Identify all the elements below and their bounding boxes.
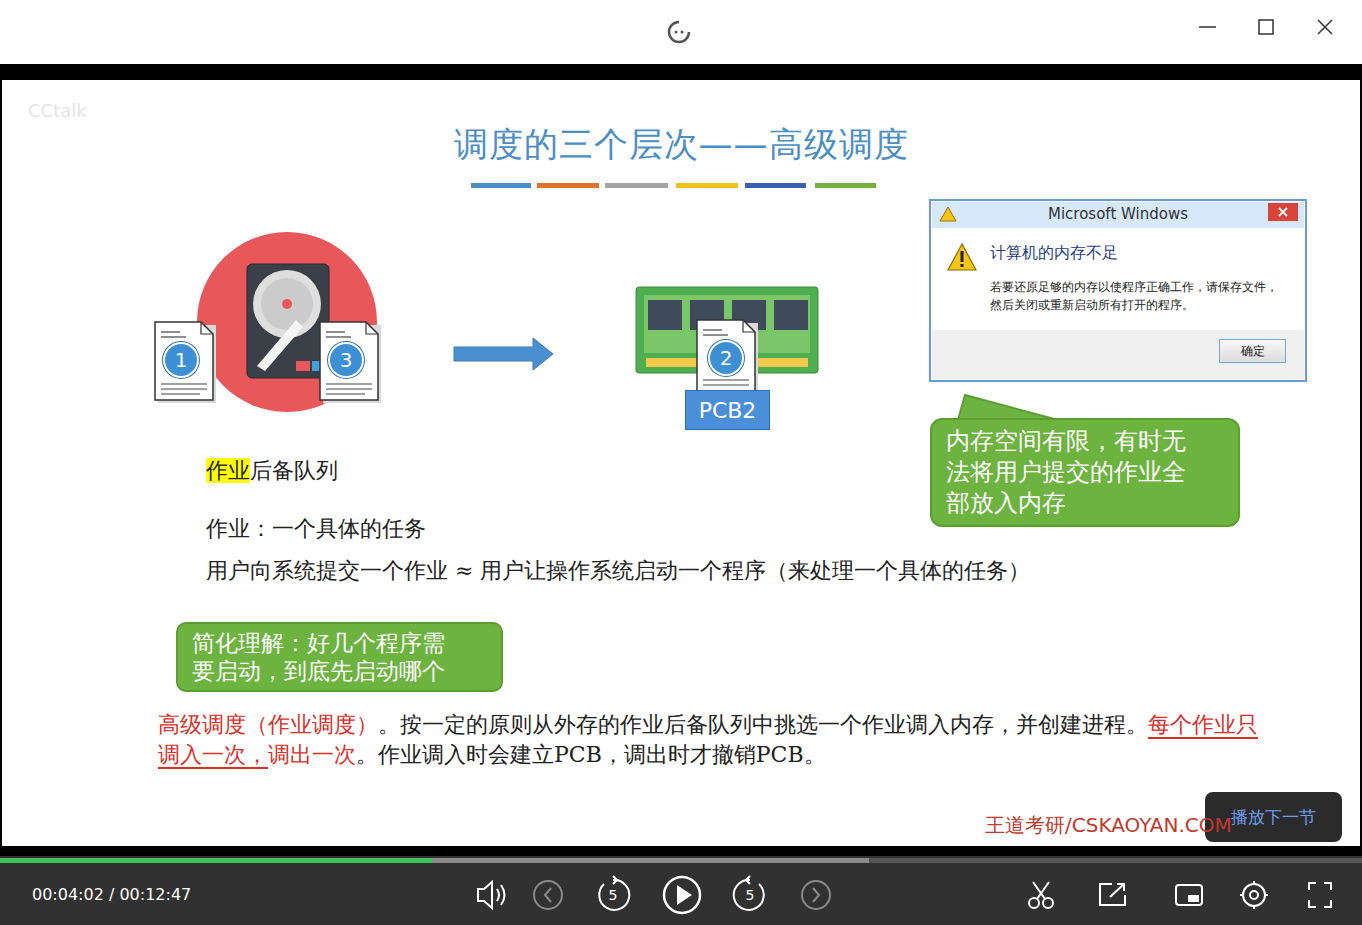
body-text: 。按一定的原则从外存的作业后备队列中挑选一个作业调入内存，并创建进程。 <box>378 712 1148 737</box>
highlighted-term: 作业 <box>206 458 250 483</box>
flow-arrow <box>454 338 553 370</box>
watermark: CCtalk <box>28 100 87 121</box>
definition-text: 用户向系统提交一个作业 ≈ 用户让操作系统启动一个程序（来处理一个具体的任务） <box>206 556 1030 586</box>
node-text: 3 <box>340 348 353 372</box>
job-document <box>155 322 216 403</box>
body-text: 。作业调入时会建立PCB，调出时才撤销PCB。 <box>356 742 826 767</box>
dialog-window <box>930 200 1306 381</box>
job-document <box>320 322 381 403</box>
video-border <box>0 80 2 846</box>
callout-bubble: 简化理解：好几个程序需要启动，到底先启动哪个 <box>176 622 503 692</box>
skip-seconds: 5 <box>603 885 623 905</box>
timestamp: 00:04:02 / 00:12:47 <box>32 885 191 905</box>
video-border <box>0 64 1362 80</box>
text-line: 后备队列 <box>250 458 338 483</box>
callout-bubble: 内存空间有限，有时无法将用户提交的作业全部放入内存 <box>930 418 1240 527</box>
title-color-bars <box>471 183 876 188</box>
node-text: 内存空间有限，有时无法将用户提交的作业全部放入内存 <box>946 426 1194 519</box>
progress-played <box>0 858 432 863</box>
video-border <box>1360 80 1362 846</box>
callout-number: 3 <box>328 342 364 378</box>
key-term: 高级调度（作业调度） <box>158 712 378 737</box>
node-text: 1 <box>175 348 188 372</box>
paragraph: 高级调度（作业调度）。按一定的原则从外存的作业后备队列中挑选一个作业调入内存，并… <box>158 710 1263 770</box>
dialog-button: 确定 <box>1219 339 1286 363</box>
node-text: PCB2 <box>699 398 757 423</box>
skip-seconds: 5 <box>740 885 760 905</box>
node-text: 2 <box>720 346 733 370</box>
callout-tail <box>958 395 1058 420</box>
node-text: 若要还原足够的内存以使程序正确工作，请保存文件，然后关闭或重新启动所有打开的程序… <box>990 278 1282 314</box>
window-titlebar <box>0 0 1362 64</box>
text-line: 作业后备队列 <box>206 456 338 486</box>
control-icons <box>478 876 1331 913</box>
definition-text: 作业：一个具体的任务 <box>206 514 426 544</box>
node-text: 计算机的内存不足 <box>990 243 1118 263</box>
loading-icon <box>669 22 689 42</box>
node-text: 确定 <box>1241 343 1265 360</box>
pcb-box: PCB2 <box>685 390 770 430</box>
window-buttons <box>1199 20 1332 34</box>
callout-number: 2 <box>708 340 744 376</box>
callout-number: 1 <box>163 342 199 378</box>
watermark: 王道考研/CSKAOYAN.COM <box>985 812 1232 838</box>
job-document <box>697 320 758 401</box>
dialog-box: Microsoft Windows 计算机的内存不足若要还原足够的内存以使程序正确… <box>930 200 1306 381</box>
video-border <box>0 846 1362 856</box>
node-text: 播放下一节 <box>1231 806 1316 829</box>
slide-title: 调度的三个层次——高级调度 <box>0 122 1362 166</box>
hard-disk-icon <box>197 232 377 412</box>
player-controls <box>0 846 1362 925</box>
node-text: 简化理解：好几个程序需要启动，到底先启动哪个 <box>192 629 457 685</box>
progress-track <box>0 858 1362 863</box>
node-text: Microsoft Windows <box>930 205 1306 223</box>
key-term: 调出一次 <box>268 742 356 767</box>
progress-buffer <box>0 858 869 863</box>
